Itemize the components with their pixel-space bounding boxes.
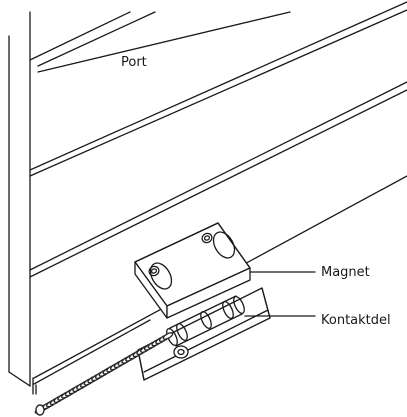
- magnet-label: Magnet: [321, 265, 370, 280]
- garage-door-panels: [29, 1, 407, 385]
- contact-part: [137, 287, 271, 381]
- cable-end-cap: [35, 404, 45, 416]
- magnet-block: [134, 222, 251, 319]
- armoured-cable: [34, 332, 174, 416]
- contact-part-label: Kontaktdel: [321, 313, 391, 328]
- cable-coil: [162, 332, 174, 340]
- port-label: Port: [121, 55, 147, 70]
- door-frame: [8, 11, 37, 395]
